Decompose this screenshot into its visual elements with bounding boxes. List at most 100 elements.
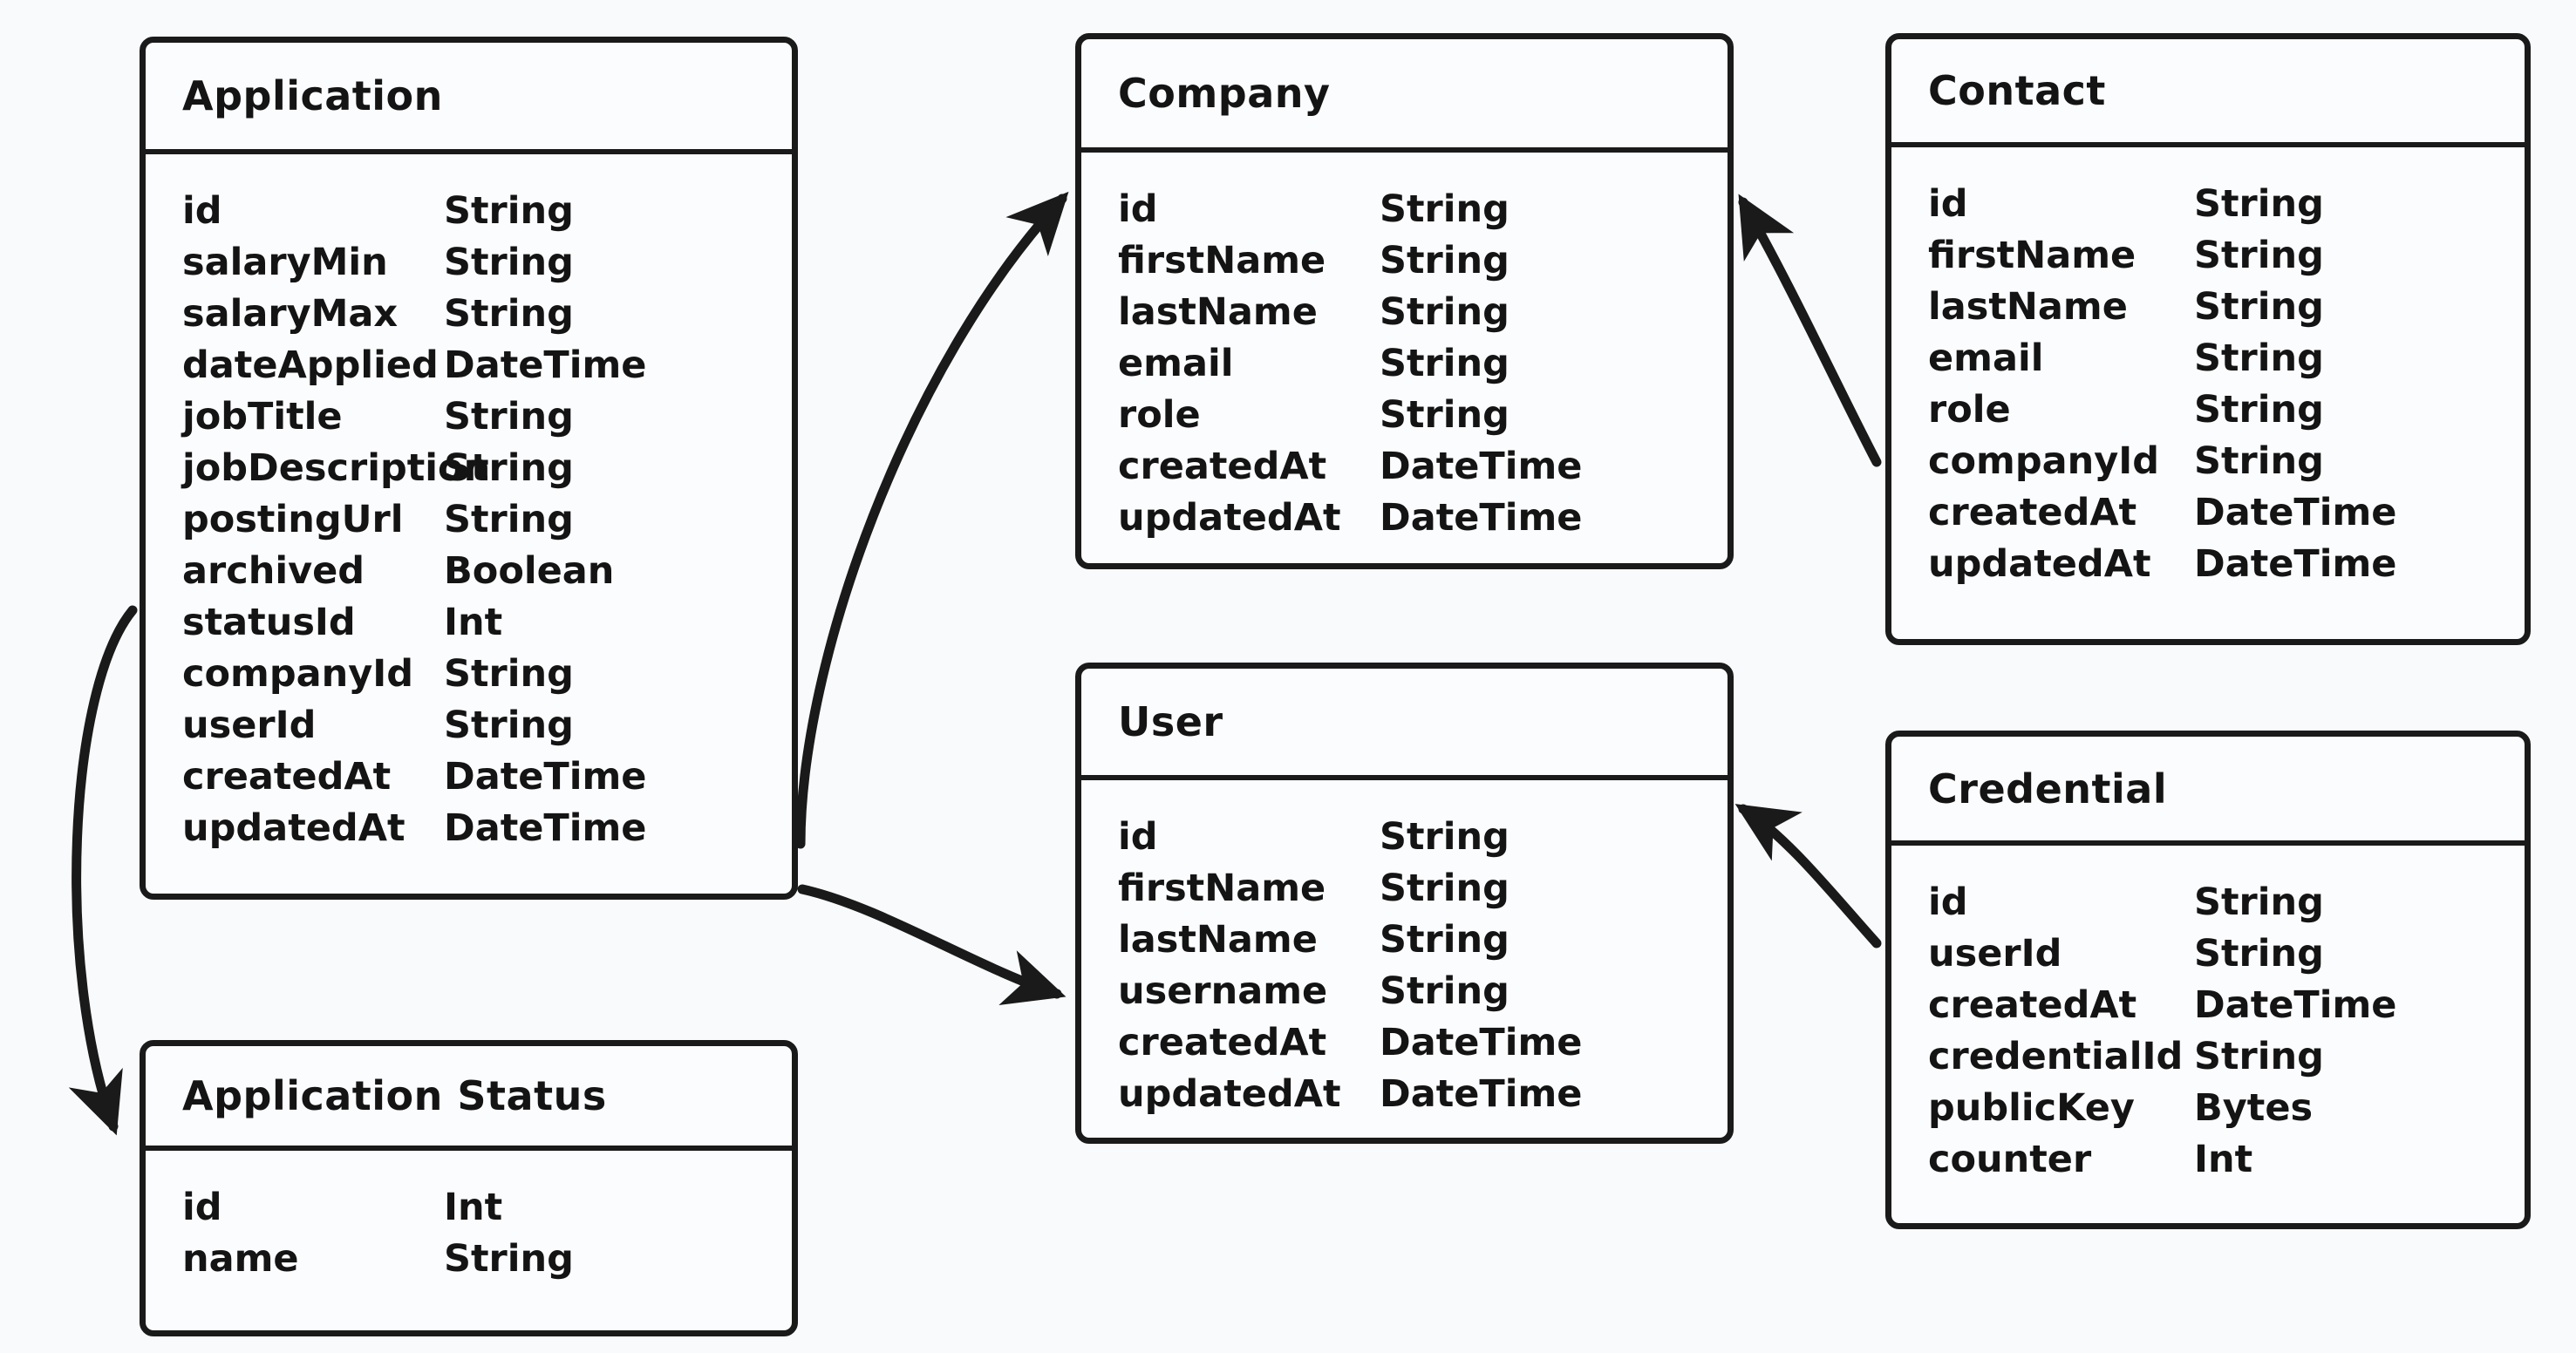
field-type: String (2194, 439, 2324, 483)
entity-title-application: Application (182, 72, 443, 119)
entity-header-company: Company (1081, 39, 1728, 153)
field-name: userId (1928, 932, 2062, 976)
field-type: String (444, 652, 574, 696)
entity-title-user: User (1118, 698, 1223, 745)
arrow-application-to-application-status (68, 605, 138, 1136)
field-row: name String (182, 1237, 792, 1288)
field-name: role (1928, 388, 2011, 432)
field-row: firstName String (1118, 867, 1728, 918)
field-row: updatedAt DateTime (1928, 542, 2525, 594)
field-row: firstName String (1118, 239, 1728, 290)
field-type: String (1380, 342, 1509, 385)
field-row: lastName String (1118, 918, 1728, 969)
field-name: id (1118, 187, 1158, 231)
field-row: companyId String (182, 652, 792, 704)
field-type: Int (2194, 1138, 2253, 1181)
field-name: lastName (1118, 918, 1318, 962)
field-row: dateApplied DateTime (182, 343, 792, 395)
entity-fields-application-status: id Int name String (146, 1151, 792, 1330)
field-name: updatedAt (1928, 542, 2151, 586)
field-type: DateTime (1380, 445, 1583, 488)
field-name: lastName (1118, 290, 1318, 334)
field-name: jobTitle (182, 395, 343, 439)
field-name: id (1928, 182, 1968, 226)
field-name: companyId (1928, 439, 2160, 483)
field-row: email String (1118, 342, 1728, 393)
field-name: salaryMin (182, 241, 388, 284)
field-row: userId String (182, 704, 792, 755)
field-name: salaryMax (182, 292, 399, 336)
field-row: createdAt DateTime (1928, 491, 2525, 542)
entity-title-application-status: Application Status (182, 1072, 607, 1119)
field-name: id (182, 189, 222, 233)
field-name: name (182, 1237, 299, 1281)
field-type: String (444, 704, 574, 747)
field-row: salaryMax String (182, 292, 792, 343)
entity-application-status[interactable]: Application Status id Int name String (140, 1040, 798, 1336)
field-row: updatedAt DateTime (1118, 496, 1728, 547)
field-name: publicKey (1928, 1086, 2135, 1130)
field-type: Boolean (444, 549, 615, 593)
field-name: createdAt (1118, 1021, 1327, 1064)
field-row: id String (182, 189, 792, 241)
field-row: id String (1928, 182, 2525, 234)
field-row: id String (1118, 187, 1728, 239)
field-row: userId String (1928, 932, 2525, 983)
field-row: id Int (182, 1186, 792, 1237)
field-type: DateTime (444, 343, 647, 387)
field-name: username (1118, 969, 1328, 1013)
field-name: updatedAt (182, 806, 405, 850)
entity-fields-application: id String salaryMin String salaryMax Str… (146, 154, 792, 894)
arrow-contact-to-company (1738, 194, 1882, 467)
field-row: updatedAt DateTime (182, 806, 792, 858)
entity-header-user: User (1081, 669, 1728, 780)
field-name: credentialId (1928, 1035, 2184, 1078)
field-name: createdAt (1928, 491, 2137, 534)
field-type: String (2194, 182, 2324, 226)
field-type: Int (444, 601, 503, 644)
field-row: lastName String (1928, 285, 2525, 337)
field-name: id (1928, 880, 1968, 924)
field-row: postingUrl String (182, 498, 792, 549)
field-name: jobDescription (182, 446, 491, 490)
entity-fields-contact: id String firstName String lastName Stri… (1891, 147, 2525, 639)
field-name: counter (1928, 1138, 2092, 1181)
field-type: String (444, 1237, 574, 1281)
field-type: DateTime (1380, 1072, 1583, 1116)
field-type: String (444, 189, 574, 233)
entity-user[interactable]: User id String firstName String lastName… (1075, 663, 1734, 1144)
entity-company[interactable]: Company id String firstName String lastN… (1075, 33, 1734, 569)
field-type: DateTime (1380, 1021, 1583, 1064)
field-type: String (2194, 234, 2324, 277)
entity-fields-credential: id String userId String createdAt DateTi… (1891, 846, 2525, 1223)
arrow-application-to-user (797, 884, 1067, 1005)
field-type: String (444, 292, 574, 336)
field-name: email (1928, 337, 2044, 380)
entity-credential[interactable]: Credential id String userId String creat… (1885, 731, 2531, 1229)
field-name: createdAt (1118, 445, 1327, 488)
field-name: companyId (182, 652, 414, 696)
field-type: String (444, 395, 574, 439)
field-row: jobDescription String (182, 446, 792, 498)
field-type: String (444, 241, 574, 284)
entity-header-credential: Credential (1891, 737, 2525, 846)
field-name: createdAt (1928, 983, 2137, 1027)
field-row: archived Boolean (182, 549, 792, 601)
field-type: String (1380, 393, 1509, 437)
field-type: String (444, 446, 574, 490)
field-row: role String (1928, 388, 2525, 439)
entity-contact[interactable]: Contact id String firstName String lastN… (1885, 33, 2531, 645)
entity-application[interactable]: Application id String salaryMin String s… (140, 37, 798, 900)
field-row: statusId Int (182, 601, 792, 652)
field-row: createdAt DateTime (1118, 1021, 1728, 1072)
field-type: String (1380, 815, 1509, 859)
field-name: statusId (182, 601, 356, 644)
field-row: credentialId String (1928, 1035, 2525, 1086)
field-type: String (2194, 388, 2324, 432)
field-row: publicKey Bytes (1928, 1086, 2525, 1138)
field-type: Bytes (2194, 1086, 2314, 1130)
field-name: email (1118, 342, 1234, 385)
field-row: lastName String (1118, 290, 1728, 342)
entity-fields-user: id String firstName String lastName Stri… (1081, 780, 1728, 1138)
entity-header-application-status: Application Status (146, 1046, 792, 1151)
